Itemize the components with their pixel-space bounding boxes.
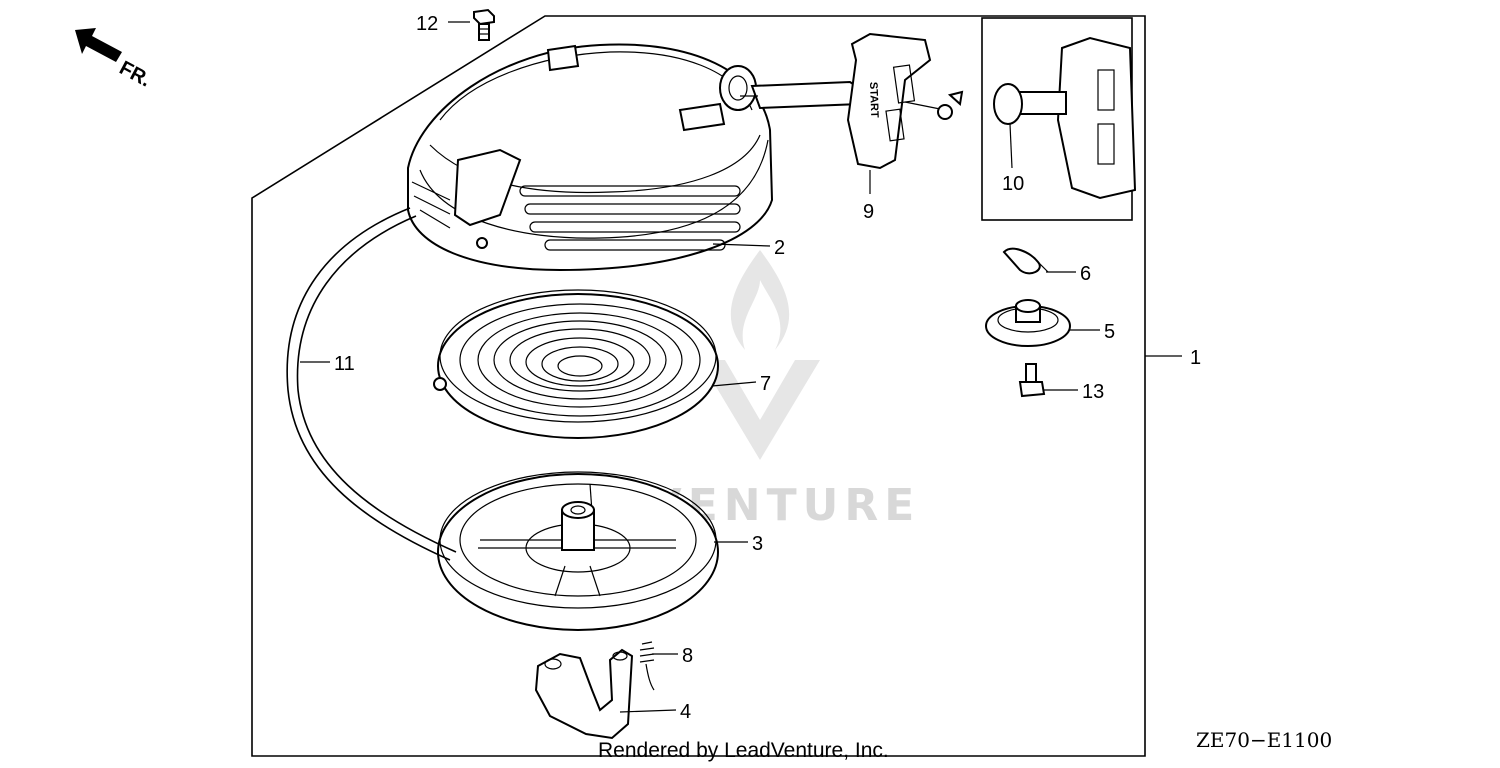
part-13-bolt (1018, 363, 1046, 398)
callout-1: 1 (1190, 347, 1201, 369)
part-5-friction-plate (985, 299, 1071, 347)
callout-10: 10 (1002, 173, 1024, 195)
callout-3: 3 (752, 533, 763, 555)
callout-4: 4 (680, 701, 691, 723)
callout-9: 9 (863, 201, 874, 223)
callout-6: 6 (1080, 263, 1091, 285)
part-4-ratchet (534, 648, 634, 740)
callout-11: 11 (334, 353, 355, 375)
front-direction-label: FR. (116, 57, 155, 92)
callout-12: 12 (416, 13, 438, 35)
part-7-spiral-spring (433, 289, 719, 439)
part-8-spring (639, 641, 655, 691)
part-12-bolt (473, 8, 495, 41)
callouts: 1 2 3 4 5 6 7 8 9 10 11 12 13 (334, 13, 1201, 723)
part-9-starter-handle: START (740, 32, 964, 170)
callout-8: 8 (682, 645, 693, 667)
leader-lines (300, 21, 1182, 713)
rendered-by-credit: Rendered by LeadVenture, Inc. (598, 739, 889, 762)
handle-start-label: START (867, 82, 880, 119)
callout-5: 5 (1104, 321, 1115, 343)
part-11-rope (286, 207, 457, 561)
watermark-logo (700, 250, 820, 460)
callout-13: 13 (1082, 381, 1104, 403)
part-6-clip (1002, 247, 1049, 275)
callout-7: 7 (760, 373, 771, 395)
part-3-reel (437, 471, 719, 631)
front-direction-arrow-icon: FR. (75, 28, 154, 92)
part-2-starter-case (407, 43, 774, 272)
part-10-starter-handle (993, 36, 1137, 200)
callout-2: 2 (774, 237, 785, 259)
diagram-code: ZE70−E1100 (1196, 728, 1332, 752)
assembly-boundary (251, 15, 1146, 757)
